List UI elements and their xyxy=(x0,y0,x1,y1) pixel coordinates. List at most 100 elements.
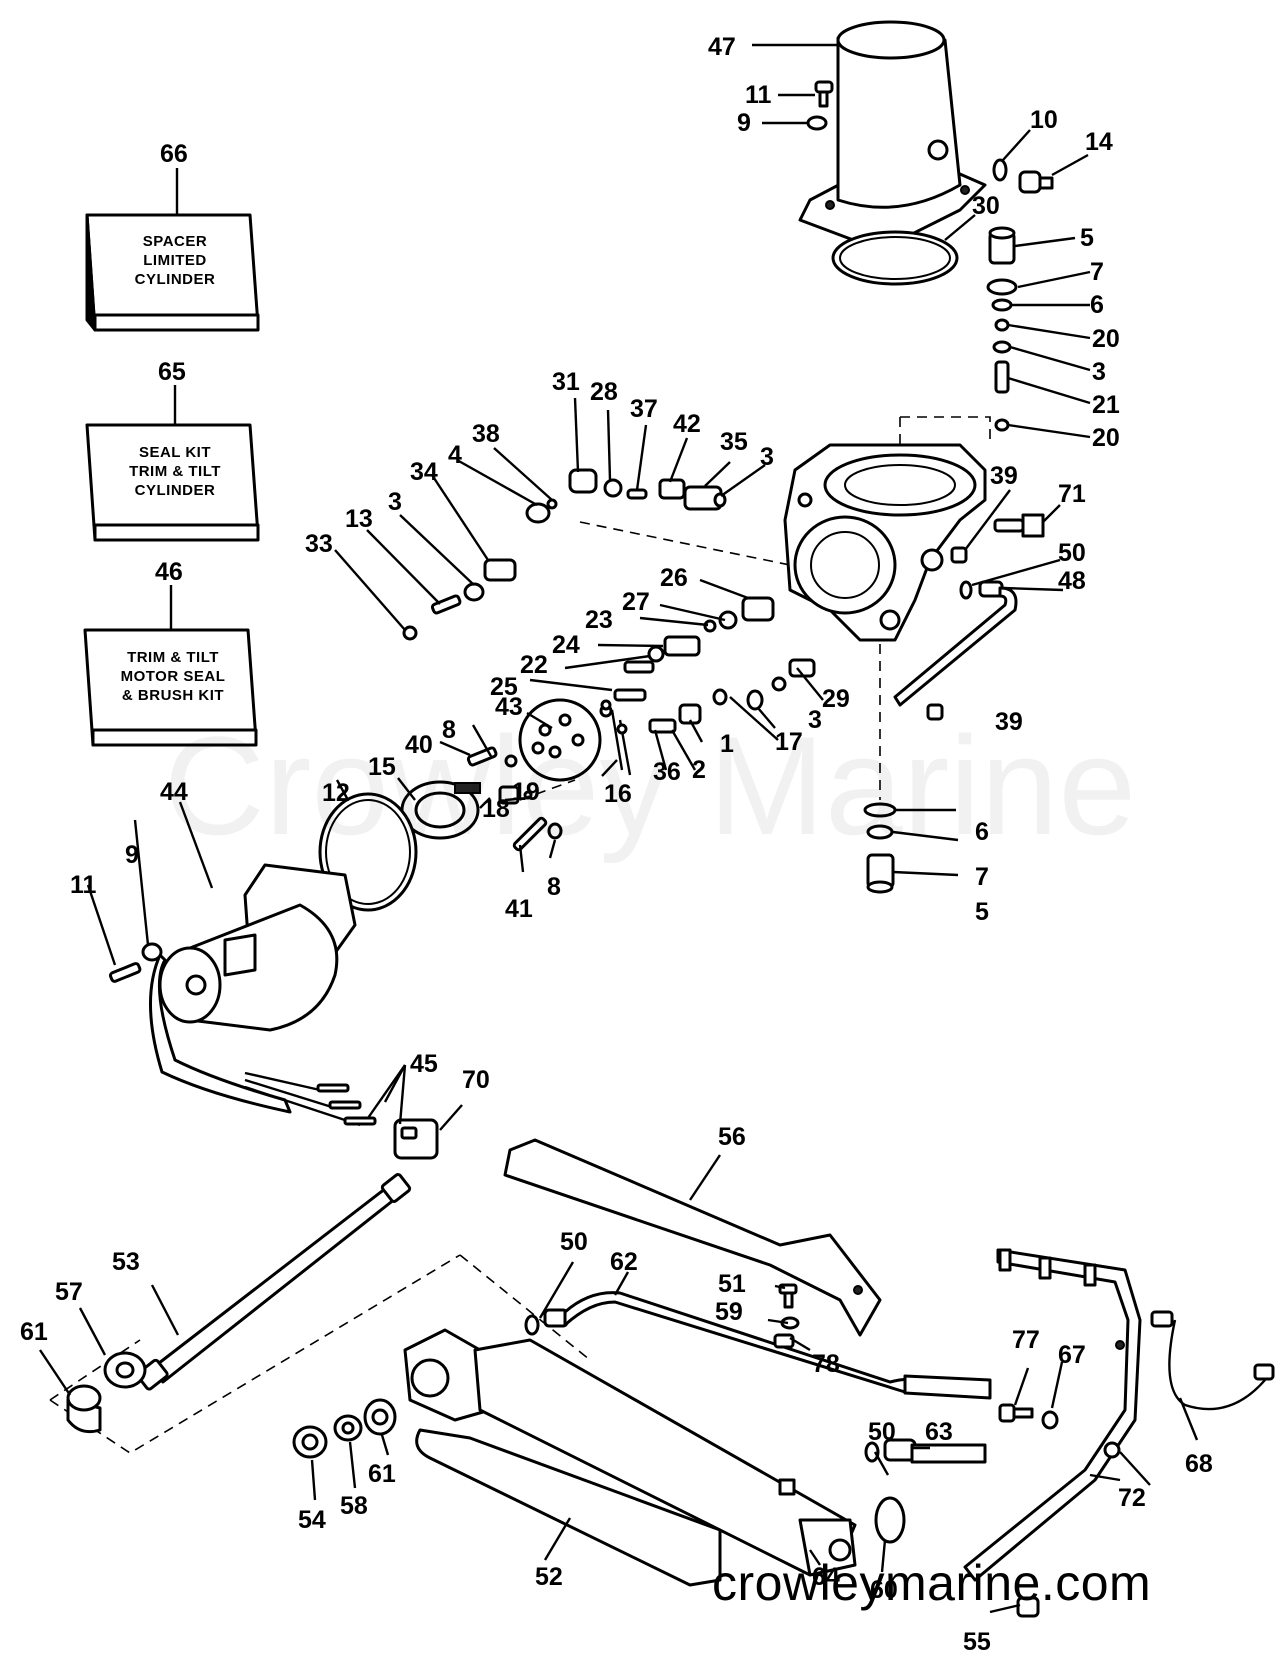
o-ring xyxy=(864,1441,880,1463)
nut xyxy=(292,1425,328,1459)
callout: 12 xyxy=(322,779,350,807)
callout: 63 xyxy=(925,1418,953,1446)
wire-connector xyxy=(393,1118,439,1160)
callout: 50 xyxy=(560,1228,588,1256)
o-ring xyxy=(959,580,973,600)
callout: 61 xyxy=(20,1318,48,1346)
callout: 57 xyxy=(55,1278,83,1306)
callout: 45 xyxy=(410,1050,438,1078)
clip xyxy=(773,1333,795,1349)
callout: 16 xyxy=(604,780,632,808)
callout: 8 xyxy=(442,716,456,744)
callout: 31 xyxy=(552,368,580,396)
kit-box-line: SPACER xyxy=(142,233,208,250)
callout: 11 xyxy=(70,871,97,899)
bottom-screw xyxy=(1016,1596,1040,1618)
mounting-bracket xyxy=(963,1248,1142,1582)
callout: 50 xyxy=(1058,539,1086,567)
bushing xyxy=(363,1398,397,1436)
callout: 39 xyxy=(995,708,1023,736)
callout: 50 xyxy=(868,1418,896,1446)
callout: 70 xyxy=(462,1066,490,1094)
callout: 20 xyxy=(1092,325,1120,353)
kit-number-66: 66 xyxy=(160,140,188,168)
callout: 22 xyxy=(520,651,548,679)
callout: 54 xyxy=(298,1506,326,1534)
o-ring xyxy=(866,824,894,840)
callout: 52 xyxy=(535,1563,563,1591)
kit-box-line: & BRUSH KIT xyxy=(121,687,225,704)
callout: 67 xyxy=(1058,1341,1086,1369)
hydraulic-line xyxy=(893,580,1018,707)
callout: 28 xyxy=(590,378,618,406)
callout: 68 xyxy=(1185,1450,1213,1478)
callout: 4 xyxy=(448,441,462,469)
valve-stack-top xyxy=(986,226,1018,432)
callout: 15 xyxy=(368,753,396,781)
callout: 60 xyxy=(870,1576,898,1604)
pump-manifold-body xyxy=(783,443,987,642)
reservoir-cap xyxy=(798,20,987,252)
callout: 47 xyxy=(708,33,736,61)
hydraulic-fitting xyxy=(883,1438,987,1464)
washer xyxy=(1041,1410,1059,1430)
callout: 55 xyxy=(963,1628,991,1656)
callout: 17 xyxy=(775,728,803,756)
callout: 3 xyxy=(760,443,774,471)
callout: 61 xyxy=(368,1460,396,1488)
trim-tilt-cylinder xyxy=(403,1328,857,1577)
motor-coupler xyxy=(400,780,481,840)
callout: 11 xyxy=(745,81,772,109)
o-ring xyxy=(992,158,1008,182)
callout: 18 xyxy=(482,795,510,823)
fitting-right xyxy=(950,513,1045,564)
trim-tilt-motor xyxy=(149,863,357,1114)
valve-stack-bottom xyxy=(866,853,895,894)
callout: 44 xyxy=(160,778,188,806)
callout: 43 xyxy=(495,693,523,721)
kit-box-line: LIMITED xyxy=(143,252,207,269)
kit-box-line: MOTOR SEAL xyxy=(120,668,226,685)
callout: 77 xyxy=(1012,1326,1040,1354)
kit-box-leaders xyxy=(169,168,179,630)
callout: 10 xyxy=(1030,106,1058,134)
callout: 64 xyxy=(812,1563,840,1591)
callout: 3 xyxy=(808,706,822,734)
fill-plug xyxy=(1018,170,1054,194)
callout: 71 xyxy=(1058,480,1086,508)
motor-wire-leads xyxy=(244,1071,377,1127)
kit-box-line: CYLINDER xyxy=(134,271,216,288)
callout: 39 xyxy=(990,462,1018,490)
kit-box-line: CYLINDER xyxy=(134,482,216,499)
callout: 9 xyxy=(125,841,139,869)
callout: 25 xyxy=(490,673,518,701)
callout: 78 xyxy=(812,1350,840,1378)
callout: 5 xyxy=(975,898,989,926)
callout: 41 xyxy=(505,895,533,923)
bracket-screw xyxy=(998,1403,1034,1423)
callout: 8 xyxy=(547,873,561,901)
watermark: Crowley Marine xyxy=(163,707,1137,864)
callout: 3 xyxy=(1092,358,1106,386)
callout: 27 xyxy=(622,588,650,616)
callout: 36 xyxy=(653,758,681,786)
kit-box-spacer-limited-cylinder: SPACER LIMITED CYLINDER xyxy=(95,232,255,322)
leader-lines xyxy=(39,43,1199,1614)
washer xyxy=(806,115,828,131)
callout-numbers: 47 11 9 10 14 30 5 7 6 20 3 21 20 39 71 … xyxy=(20,33,1213,1656)
kit-box-line: TRIM & TILT xyxy=(127,649,219,666)
anode xyxy=(874,1496,906,1544)
callout: 14 xyxy=(1085,128,1113,156)
washer xyxy=(141,942,163,962)
callout: 3 xyxy=(388,488,402,516)
callout: 37 xyxy=(630,395,658,423)
callout: 29 xyxy=(822,685,850,713)
callout: 30 xyxy=(972,192,1000,220)
kit-box-line: SEAL KIT xyxy=(138,444,212,461)
kit-box-motor-seal-brush: TRIM & TILT MOTOR SEAL & BRUSH KIT xyxy=(93,648,253,738)
callout: 56 xyxy=(718,1123,746,1151)
callout: 40 xyxy=(405,731,433,759)
washer xyxy=(333,1414,363,1442)
callout: 7 xyxy=(1090,258,1104,286)
callout: 53 xyxy=(112,1248,140,1276)
